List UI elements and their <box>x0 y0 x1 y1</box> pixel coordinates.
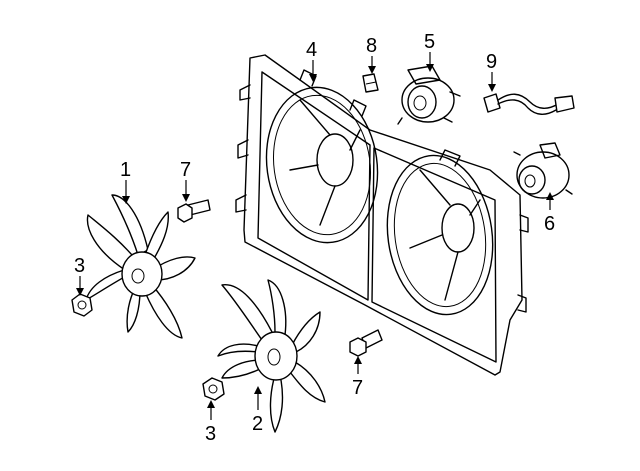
fan-motor-5 <box>397 65 461 125</box>
callout-7b: 7 <box>352 356 363 399</box>
clip-8 <box>362 73 379 93</box>
wire-harness-9 <box>483 93 575 115</box>
svg-text:7: 7 <box>352 377 363 399</box>
bolt-7b <box>349 329 383 357</box>
svg-text:5: 5 <box>424 31 435 53</box>
callout-3b: 3 <box>205 400 216 445</box>
nut-3b <box>202 377 225 401</box>
svg-text:1: 1 <box>120 159 131 181</box>
fan-blade-1 <box>85 194 196 339</box>
svg-text:2: 2 <box>252 413 263 435</box>
fan-blade-2 <box>217 279 326 433</box>
callout-9: 9 <box>486 51 497 92</box>
svg-text:7: 7 <box>180 159 191 181</box>
callout-8: 8 <box>366 35 377 74</box>
svg-text:8: 8 <box>366 35 377 57</box>
fan-shroud <box>235 54 529 376</box>
nut-3a <box>71 293 93 317</box>
callout-6: 6 <box>544 192 555 235</box>
bolt-7a <box>177 199 211 223</box>
svg-text:3: 3 <box>205 423 216 445</box>
callout-1: 1 <box>120 159 131 204</box>
callout-7a: 7 <box>180 159 191 202</box>
svg-text:9: 9 <box>486 51 497 73</box>
callout-5: 5 <box>424 31 435 72</box>
callout-2: 2 <box>252 386 263 435</box>
svg-text:6: 6 <box>544 213 555 235</box>
fan-motor-6 <box>513 142 573 199</box>
svg-text:4: 4 <box>306 39 317 61</box>
callout-4: 4 <box>306 39 317 82</box>
callout-3a: 3 <box>74 255 85 296</box>
svg-text:3: 3 <box>74 255 85 277</box>
